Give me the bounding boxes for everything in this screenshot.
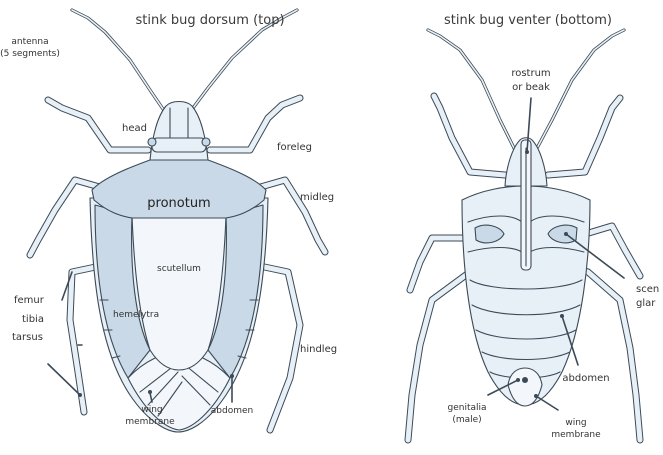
label-wing-membrane-ventral: membrane bbox=[551, 430, 601, 440]
label-hemelytra: hemelytra bbox=[113, 310, 159, 320]
label-wing: wing bbox=[141, 405, 162, 415]
label-beak: or beak bbox=[512, 82, 550, 93]
label-genitalia: genitalia bbox=[447, 403, 486, 413]
label-wing-membrane: membrane bbox=[125, 417, 175, 427]
label-rostrum: rostrum bbox=[511, 68, 550, 79]
label-pronotum: pronotum bbox=[147, 196, 210, 211]
dorsal-view bbox=[30, 10, 325, 432]
label-tibia: tibia bbox=[22, 314, 44, 325]
label-gland: glar bbox=[636, 298, 656, 309]
ventral-title: stink bug venter (bottom) bbox=[444, 13, 612, 28]
label-tarsus: tarsus bbox=[12, 332, 43, 343]
label-abdomen-ventral: abdomen bbox=[562, 373, 609, 384]
label-wing-ventral: wing bbox=[565, 418, 586, 428]
label-femur: femur bbox=[14, 295, 45, 306]
label-scutellum: scutellum bbox=[157, 264, 201, 274]
dorsal-title: stink bug dorsum (top) bbox=[135, 13, 284, 28]
label-abdomen-dorsal: abdomen bbox=[211, 406, 253, 416]
label-antenna: antenna bbox=[11, 37, 48, 47]
label-hindleg: hindleg bbox=[300, 344, 337, 355]
label-midleg: midleg bbox=[300, 192, 334, 203]
label-foreleg: foreleg bbox=[277, 142, 312, 153]
label-scent: scen bbox=[636, 284, 659, 295]
label-antenna-segments: (5 segments) bbox=[0, 49, 60, 59]
label-head: head bbox=[122, 123, 147, 134]
label-genitalia-male: (male) bbox=[452, 415, 481, 425]
